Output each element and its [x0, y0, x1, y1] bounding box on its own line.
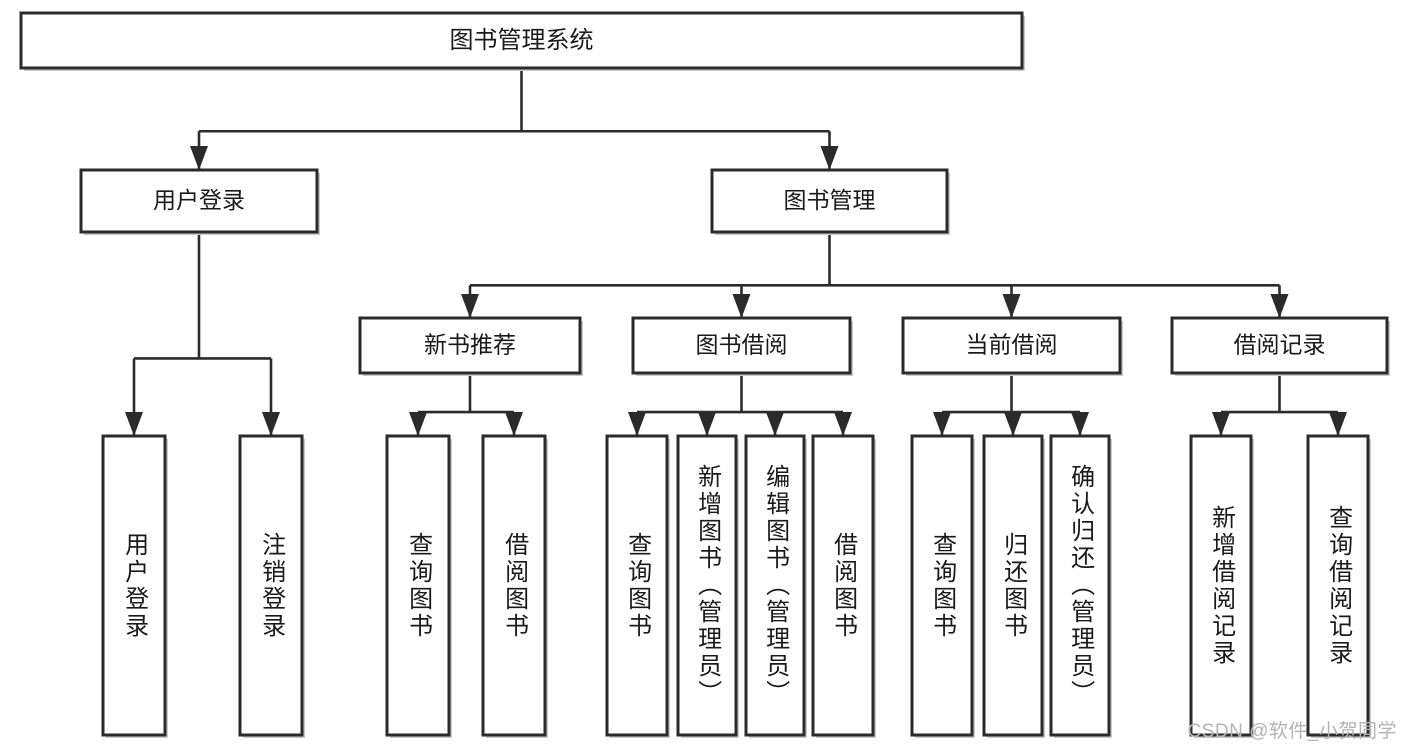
- node-label: 图书借阅: [696, 332, 788, 358]
- node-box[interactable]: [101, 434, 167, 737]
- node-box[interactable]: [385, 434, 451, 737]
- edges-layer: [125, 68, 1347, 436]
- node-label: 新书推荐: [424, 332, 516, 358]
- arrow-head-icon: [190, 146, 208, 170]
- arrow-head-icon: [628, 412, 646, 436]
- arrow-head-icon: [820, 146, 839, 170]
- node-leaf-query-book-borrow[interactable]: [605, 434, 670, 738]
- node-leaf-confirm-return-admin[interactable]: [1049, 434, 1112, 738]
- node-label: 图书管理系统: [450, 27, 594, 54]
- node-box[interactable]: [605, 434, 669, 737]
- arrow-head-icon: [766, 412, 784, 436]
- arrow-head-icon: [834, 412, 852, 436]
- node-leaf-logout[interactable]: [238, 434, 305, 738]
- node-box[interactable]: [710, 168, 949, 234]
- arrow-head-icon: [1270, 294, 1289, 318]
- node-leaf-add-book-admin[interactable]: [676, 434, 739, 738]
- node-box[interactable]: [901, 316, 1122, 375]
- node-box[interactable]: [79, 168, 319, 234]
- node-box[interactable]: [744, 434, 806, 737]
- node-box[interactable]: [1306, 434, 1370, 737]
- node-box[interactable]: [19, 11, 1024, 70]
- node-leaf-return-book[interactable]: [982, 434, 1045, 738]
- node-box[interactable]: [631, 316, 852, 375]
- arrow-head-icon: [1329, 412, 1347, 436]
- node-leaf-query-book-new[interactable]: [385, 434, 452, 738]
- arrow-head-icon: [1004, 412, 1022, 436]
- arrow-head-icon: [505, 412, 523, 436]
- node-box[interactable]: [676, 434, 738, 737]
- node-box[interactable]: [910, 434, 974, 737]
- node-leaf-query-borrow-record[interactable]: [1306, 434, 1371, 738]
- node-box[interactable]: [358, 316, 582, 375]
- node-leaf-edit-book-admin[interactable]: [744, 434, 807, 738]
- node-book-borrow[interactable]: [631, 316, 853, 376]
- arrow-head-icon: [409, 412, 427, 436]
- node-label: 当前借阅: [966, 332, 1058, 358]
- arrow-head-icon: [1212, 412, 1230, 436]
- node-box[interactable]: [982, 434, 1044, 737]
- node-box[interactable]: [1189, 434, 1253, 737]
- node-book-management[interactable]: [710, 168, 950, 235]
- arrow-head-icon: [262, 412, 280, 436]
- node-box[interactable]: [1049, 434, 1111, 737]
- node-leaf-query-book-current[interactable]: [910, 434, 975, 738]
- node-box[interactable]: [481, 434, 547, 737]
- arrow-head-icon: [933, 412, 951, 436]
- node-box[interactable]: [238, 434, 304, 737]
- node-leaf-borrow-book[interactable]: [811, 434, 876, 738]
- arrow-head-icon: [461, 294, 479, 318]
- node-user-login[interactable]: [79, 168, 320, 235]
- arrow-head-icon: [732, 294, 751, 318]
- node-current-borrow[interactable]: [901, 316, 1123, 376]
- node-root[interactable]: [19, 11, 1025, 71]
- node-label: 图书管理: [784, 187, 876, 213]
- node-new-book-recommend[interactable]: [358, 316, 583, 376]
- watermark-text: CSDN @软件_小贺同学: [1187, 721, 1397, 742]
- node-label: 用户登录: [153, 187, 245, 213]
- node-leaf-borrow-book-new[interactable]: [481, 434, 548, 738]
- node-box[interactable]: [1170, 316, 1389, 375]
- arrow-head-icon: [1071, 412, 1089, 436]
- node-leaf-add-borrow-record[interactable]: [1189, 434, 1254, 738]
- arrow-head-icon: [125, 412, 143, 436]
- arrow-head-icon: [698, 412, 716, 436]
- node-borrow-records[interactable]: [1170, 316, 1390, 376]
- arrow-head-icon: [1002, 294, 1021, 318]
- node-box[interactable]: [811, 434, 875, 737]
- node-label: 借阅记录: [1234, 332, 1326, 358]
- node-leaf-user-login[interactable]: [101, 434, 168, 738]
